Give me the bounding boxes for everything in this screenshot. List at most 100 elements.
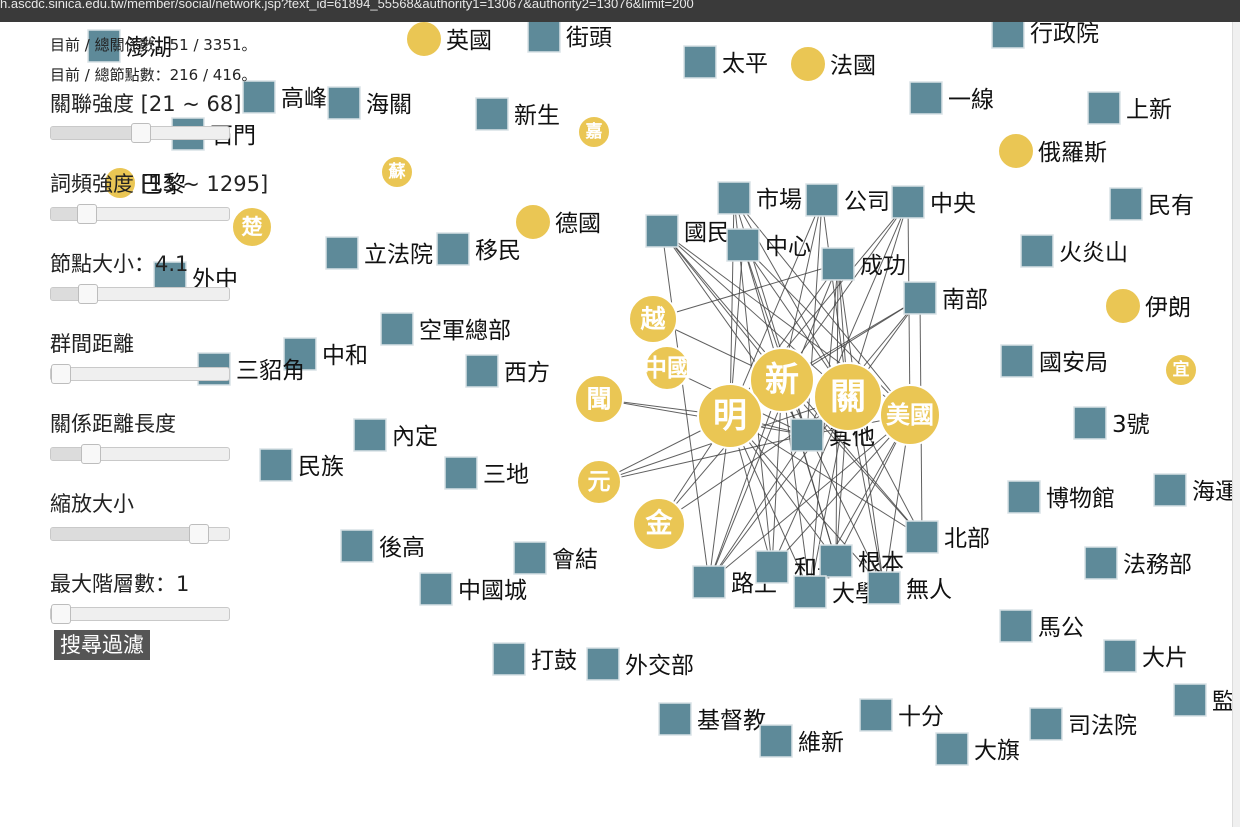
graph-node-square[interactable]: 行政院 [991, 22, 1099, 49]
graph-node-square[interactable]: 大旗 [935, 732, 1020, 766]
square-node-marker[interactable] [645, 214, 679, 248]
graph-node-square[interactable]: 基督教 [658, 702, 766, 736]
circle-node-marker[interactable] [574, 374, 624, 424]
circle-node-marker[interactable] [644, 345, 690, 391]
circle-node-marker[interactable] [632, 497, 686, 551]
link-length-slider[interactable] [50, 444, 230, 464]
graph-node-square[interactable]: 內定 [353, 418, 438, 452]
zoom-slider[interactable] [50, 524, 230, 544]
graph-node-circle[interactable]: 楚 [231, 206, 273, 248]
square-node-marker[interactable] [905, 520, 939, 554]
square-node-marker[interactable] [759, 724, 793, 758]
square-node-marker[interactable] [821, 247, 855, 281]
graph-node-square[interactable]: 後高 [340, 529, 425, 563]
square-node-marker[interactable] [1029, 707, 1063, 741]
circle-node-marker[interactable] [813, 362, 883, 432]
square-node-marker[interactable] [805, 183, 839, 217]
graph-node-square[interactable]: 海關 [327, 86, 412, 120]
graph-node-circle[interactable]: 宜 [1164, 353, 1198, 387]
graph-node-square[interactable]: 北部 [905, 520, 990, 554]
circle-node-marker[interactable] [789, 45, 827, 83]
square-node-marker[interactable] [717, 181, 751, 215]
square-node-marker[interactable] [340, 529, 374, 563]
square-node-marker[interactable] [380, 312, 414, 346]
square-node-marker[interactable] [586, 647, 620, 681]
circle-node-marker[interactable] [103, 166, 137, 200]
circle-node-marker[interactable] [405, 22, 443, 58]
square-node-marker[interactable] [790, 418, 824, 452]
square-node-marker[interactable] [903, 281, 937, 315]
square-node-marker[interactable] [283, 337, 317, 371]
square-node-marker[interactable] [353, 418, 387, 452]
network-graph-canvas[interactable]: 澎湖街頭太平行政院一線上新高峰海關新生石門市場公司中央民有立法院移民國民中心成功… [0, 22, 1240, 827]
graph-node-square[interactable]: 中心 [726, 228, 811, 262]
square-node-marker[interactable] [991, 22, 1025, 49]
square-node-marker[interactable] [909, 81, 943, 115]
square-node-marker[interactable] [683, 45, 717, 79]
graph-node-square[interactable]: 司法院 [1029, 707, 1137, 741]
circle-node-marker[interactable] [577, 115, 611, 149]
graph-node-circle[interactable]: 元 [576, 459, 622, 505]
graph-node-square[interactable]: 民有 [1109, 187, 1194, 221]
strength-slider[interactable] [50, 123, 230, 143]
graph-node-circle[interactable]: 嘉 [577, 115, 611, 149]
square-node-marker[interactable] [444, 456, 478, 490]
circle-node-marker[interactable] [997, 132, 1035, 170]
square-node-marker[interactable] [242, 80, 276, 114]
graph-node-square[interactable]: 海運 [1153, 473, 1238, 507]
graph-node-square[interactable]: 大學 [793, 575, 878, 609]
graph-node-square[interactable]: 新生 [475, 97, 560, 131]
square-node-marker[interactable] [1073, 406, 1107, 440]
graph-node-square[interactable]: 會結 [513, 541, 598, 575]
graph-node-square[interactable]: 市場 [717, 181, 802, 215]
graph-node-square[interactable]: 監 [1173, 683, 1235, 717]
graph-node-square[interactable]: 三地 [444, 456, 529, 490]
square-node-marker[interactable] [819, 544, 853, 578]
graph-node-square[interactable]: 中央 [891, 185, 976, 219]
graph-node-square[interactable]: 3號 [1073, 406, 1150, 440]
square-node-marker[interactable] [935, 732, 969, 766]
square-node-marker[interactable] [867, 571, 901, 605]
graph-node-square[interactable]: 維新 [759, 724, 844, 758]
square-node-marker[interactable] [87, 29, 121, 63]
graph-node-circle[interactable]: 巴黎 [103, 166, 186, 200]
zoom-slider-handle[interactable] [188, 524, 209, 544]
square-node-marker[interactable] [1153, 473, 1187, 507]
graph-node-square[interactable]: 火炎山 [1020, 234, 1128, 268]
network-graph[interactable]: 澎湖街頭太平行政院一線上新高峰海關新生石門市場公司中央民有立法院移民國民中心成功… [0, 22, 1240, 827]
square-node-marker[interactable] [755, 550, 789, 584]
graph-node-circle[interactable]: 中國 [643, 345, 691, 391]
graph-node-square[interactable]: 街頭 [527, 22, 612, 53]
square-node-marker[interactable] [492, 642, 526, 676]
graph-node-circle[interactable]: 越 [628, 294, 678, 344]
square-node-marker[interactable] [475, 97, 509, 131]
node-size-slider-handle[interactable] [78, 284, 99, 304]
square-node-marker[interactable] [859, 698, 893, 732]
graph-node-square[interactable]: 上新 [1087, 91, 1172, 125]
square-node-marker[interactable] [692, 565, 726, 599]
graph-node-square[interactable]: 公司 [805, 183, 890, 217]
graph-node-circle[interactable]: 明 [697, 383, 763, 449]
square-node-marker[interactable] [325, 236, 359, 270]
graph-node-circle[interactable]: 美國 [879, 384, 941, 446]
group-distance-slider-handle[interactable] [51, 364, 71, 384]
circle-node-marker[interactable] [514, 203, 552, 241]
graph-node-square[interactable]: 國民 [645, 214, 730, 248]
graph-node-square[interactable]: 民族 [259, 448, 344, 482]
strength-slider-handle[interactable] [131, 123, 151, 143]
frequency-slider[interactable] [50, 204, 230, 224]
square-node-marker[interactable] [793, 575, 827, 609]
graph-node-circle[interactable]: 新 [749, 347, 815, 413]
square-node-marker[interactable] [465, 354, 499, 388]
graph-node-circle[interactable]: 英國 [405, 22, 492, 58]
square-node-marker[interactable] [513, 541, 547, 575]
graph-node-square[interactable]: 外交部 [586, 647, 694, 681]
square-node-marker[interactable] [658, 702, 692, 736]
graph-node-circle[interactable]: 德國 [514, 203, 601, 241]
circle-node-marker[interactable] [749, 347, 815, 413]
graph-node-square[interactable]: 西方 [465, 354, 550, 388]
square-node-marker[interactable] [1084, 546, 1118, 580]
graph-node-square[interactable]: 成功 [821, 247, 906, 281]
square-node-marker[interactable] [1007, 480, 1041, 514]
graph-node-circle[interactable]: 聞 [574, 374, 624, 424]
